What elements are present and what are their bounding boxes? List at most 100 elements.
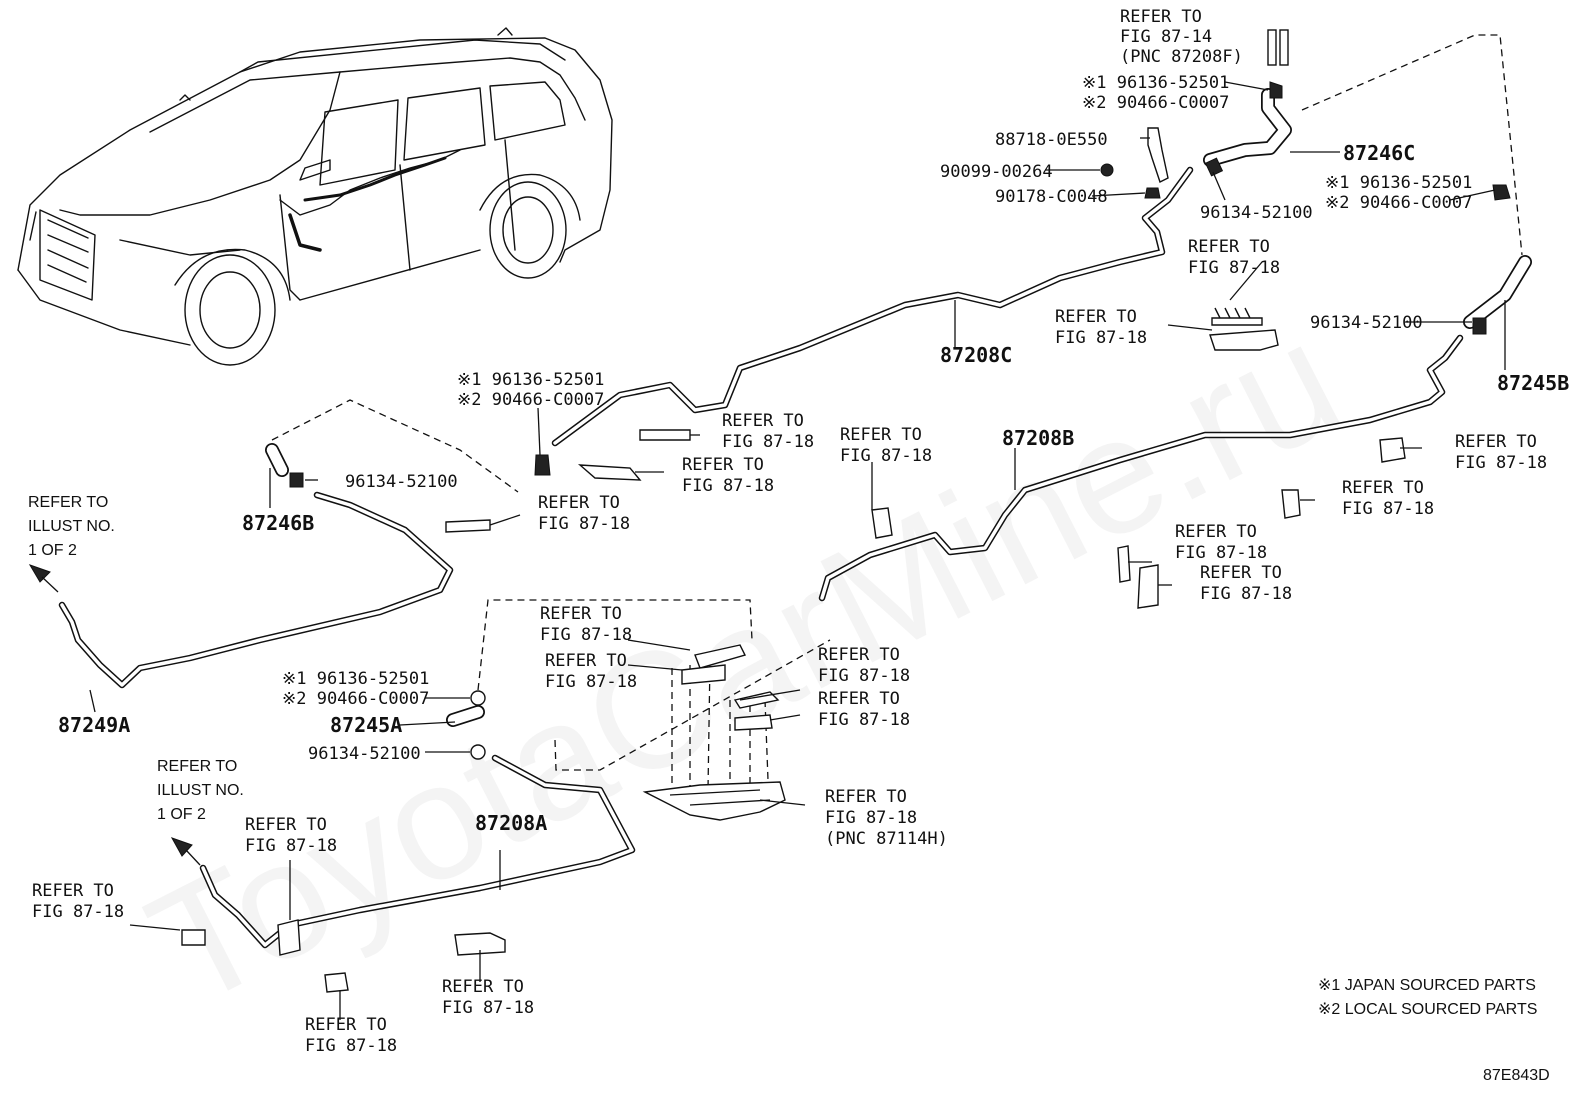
clamp-left-icon [534,454,551,476]
clamp-l-label-top: ※2 90466-C0007 [1082,93,1229,113]
clamp-small-label-top: 96134-52100 [1200,203,1313,223]
clip-lower-c-icon [324,972,349,993]
clamp-right-icon [1492,184,1511,201]
dashed-guides [271,34,1523,791]
ref-lower-d-1: REFER TO [442,977,524,997]
ref-lower-c-1: REFER TO [305,1015,387,1035]
illust-ref-b-1: REFER TO [157,758,237,775]
ref-under-c-1: REFER TO [818,645,900,665]
illust-ref-b-3: 1 OF 2 [157,806,206,823]
ref-lower-b-1: REFER TO [245,815,327,835]
part-87208C: 87208C [940,343,1012,367]
clamp-l-label-left: ※2 90466-C0007 [457,390,604,410]
bracket-label: 88718-0E550 [995,130,1108,150]
ref-lower-d-2: FIG 87-18 [442,998,534,1018]
ref-mid-2: FIG 87-18 [840,446,932,466]
clamp-small-center-icon [470,744,486,760]
part-87208B: 87208B [1002,426,1074,450]
ref-87-14-line1: REFER TO [1120,7,1202,27]
part-87245A: 87245A [330,713,402,737]
ref-left-c-1: REFER TO [538,493,620,513]
illust-ref-b-2: ILLUST NO. [157,782,244,799]
ref-87208c-b-2: FIG 87-18 [1055,328,1147,348]
ref-left-b-1: REFER TO [682,455,764,475]
components [28,81,1511,993]
ref-protector-1: REFER TO [825,787,907,807]
ref-left-c-2: FIG 87-18 [538,514,630,534]
clip-right-d-icon [1137,564,1159,609]
ref-under-a-1: REFER TO [540,604,622,624]
part-87246B: 87246B [242,511,314,535]
illust-ref-a-2: ILLUST NO. [28,518,115,535]
clamp-j-label-center: ※1 96136-52501 [282,669,429,689]
watermark: ToyotaCarMine.ru [122,286,1366,1041]
ref-right-a-2: FIG 87-18 [1455,453,1547,473]
ref-left-a-1: REFER TO [722,411,804,431]
ref-87208c-a-2: FIG 87-18 [1188,258,1280,278]
bolt-label: 90099-00264 [940,162,1053,182]
clip-lower-d-icon [454,932,506,956]
part-87245B: 87245B [1497,371,1569,395]
clamp-small-label-center: 96134-52100 [308,744,421,764]
clamp-center-icon [470,690,486,706]
clamp-l-label-center: ※2 90466-C0007 [282,689,429,709]
part-87249A: 87249A [58,713,130,737]
clip-right-c-icon [1117,545,1131,583]
clamp-j-label-right: ※1 96136-52501 [1325,173,1472,193]
ref-protector-2: FIG 87-18 [825,808,917,828]
part-87208A: 87208A [475,811,547,835]
vehicle-illustration [17,27,613,366]
ref-under-a-2: FIG 87-18 [540,625,632,645]
clip-left-a-icon [639,429,691,441]
part-87246C: 87246C [1343,141,1415,165]
clip-under-d-icon [734,714,773,731]
ref-right-b-1: REFER TO [1342,478,1424,498]
ref-87208c-b-1: REFER TO [1055,307,1137,327]
ref-right-c-2: FIG 87-18 [1175,543,1267,563]
ref-lower-c-2: FIG 87-18 [305,1036,397,1056]
bracket-icon [1147,127,1169,183]
protector-icon [642,781,786,821]
ref-lower-b-2: FIG 87-18 [245,836,337,856]
ref-87-14-line2: FIG 87-14 [1120,27,1212,47]
clip-lower-b-icon [277,919,301,956]
ref-under-b-2: FIG 87-18 [545,672,637,692]
ref-protector-3: (PNC 87114H) [825,829,948,849]
clamp-l-label-right: ※2 90466-C0007 [1325,193,1472,213]
ref-right-a-1: REFER TO [1455,432,1537,452]
ref-right-d-2: FIG 87-18 [1200,584,1292,604]
clip-left-c-icon [445,519,491,533]
ref-right-d-1: REFER TO [1200,563,1282,583]
ref-lower-a-2: FIG 87-18 [32,902,124,922]
ref-left-b-2: FIG 87-18 [682,476,774,496]
illust-ref-a-1: REFER TO [28,494,108,511]
legend-line1: ※1 JAPAN SOURCED PARTS [1318,977,1536,994]
clip-right-a-icon [1379,437,1406,463]
ref-right-c-1: REFER TO [1175,522,1257,542]
clip-left-b-icon [577,464,642,481]
leader-lines [89,81,1506,1020]
clip-lower-a-icon [181,929,206,946]
ref-under-c-2: FIG 87-18 [818,666,910,686]
clamp-top-icon [1269,81,1283,99]
ref-under-b-1: REFER TO [545,651,627,671]
clip-right-b-icon [1281,489,1301,519]
clamp-small-label-left: 96134-52100 [345,472,458,492]
bolt-icon [1100,163,1114,177]
ref-lower-a-1: REFER TO [32,881,114,901]
clip-mid-icon [871,507,893,539]
illust-ref-a-3: 1 OF 2 [28,542,77,559]
ref-87-14-line3: (PNC 87208F) [1120,47,1243,67]
ref-under-d-1: REFER TO [818,689,900,709]
ref-left-a-2: FIG 87-18 [722,432,814,452]
clamp-small-label-right: 96134-52100 [1310,313,1423,333]
ref-87208c-a-1: REFER TO [1188,237,1270,257]
legend-line2: ※2 LOCAL SOURCED PARTS [1318,1001,1537,1018]
clamp-small-left-icon [289,472,304,488]
tubes [58,29,1532,949]
clip-under-a-icon [694,644,747,669]
arrow-up-left-icon [28,564,51,583]
clip-87208c-b-icon [1209,329,1279,351]
clip-under-b-icon [681,664,726,685]
